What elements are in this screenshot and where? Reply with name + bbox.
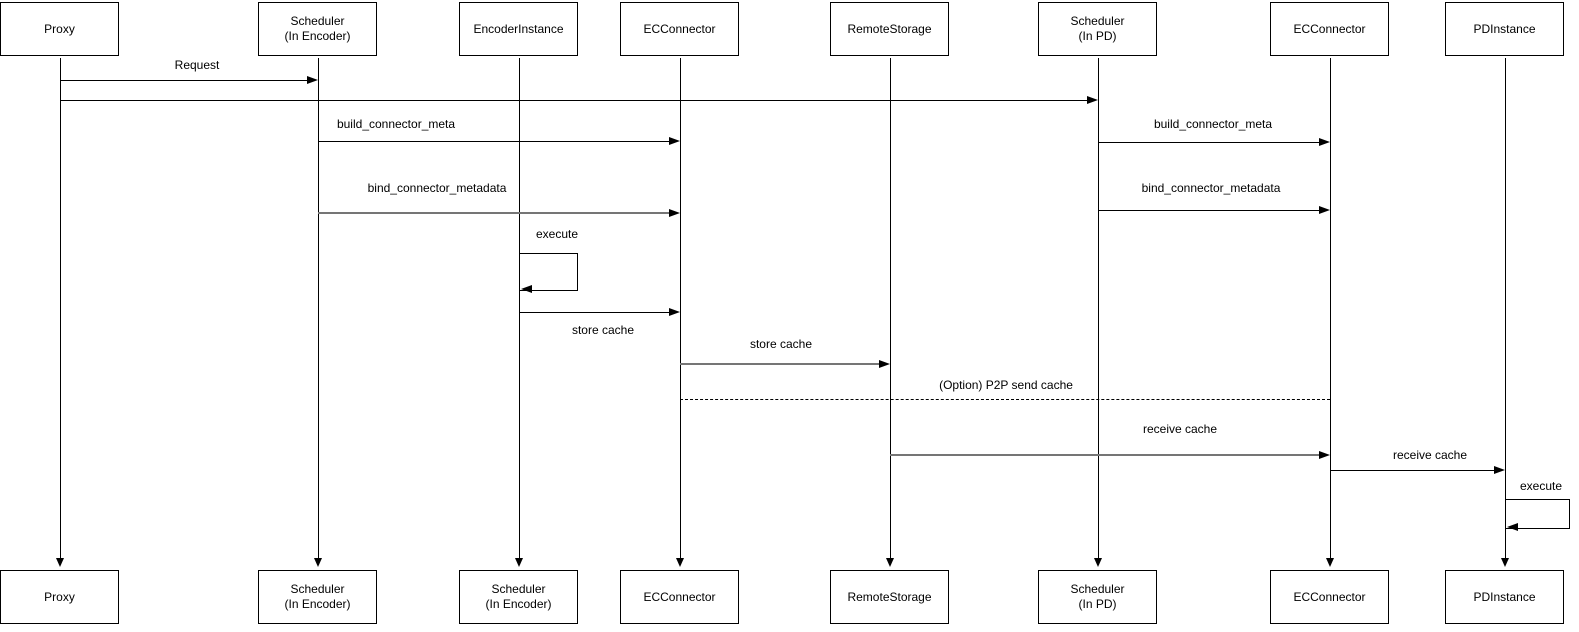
arrowhead-left <box>1507 523 1518 531</box>
message-dashed-p2p-send-cache <box>680 399 1330 400</box>
lifeline-encoderinstance <box>519 58 520 560</box>
message-arrow-store-cache-1 <box>519 312 669 313</box>
actor-top-scheduler-encoder: Scheduler (In Encoder) <box>258 2 377 56</box>
actor-bottom-ecconnector-2: ECConnector <box>1270 570 1389 624</box>
actor-label: ECConnector <box>643 589 716 604</box>
message-arrow-build-connector-meta-right <box>1098 142 1319 143</box>
actor-top-ecconnector-2: ECConnector <box>1270 2 1389 56</box>
lifeline-arrowhead <box>515 558 523 567</box>
arrowhead-right <box>1494 466 1505 474</box>
actor-label: PDInstance <box>1473 21 1536 36</box>
message-selfloop-execute-encoder <box>519 253 578 291</box>
arrowhead-right <box>669 308 680 316</box>
actor-top-encoderinstance: EncoderInstance <box>459 2 578 56</box>
lifeline-arrowhead <box>1326 558 1334 567</box>
message-label-store-cache-2: store cache <box>747 337 815 351</box>
actor-label: Scheduler (In PD) <box>1070 582 1125 611</box>
message-label-p2p-send-cache: (Option) P2P send cache <box>937 378 1075 392</box>
actor-label: Scheduler (In Encoder) <box>485 582 552 611</box>
arrowhead-right <box>1319 451 1330 459</box>
lifeline-arrowhead <box>1094 558 1102 567</box>
actor-bottom-remotestorage: RemoteStorage <box>830 570 949 624</box>
actor-label: ECConnector <box>1293 21 1366 36</box>
message-arrow-proxy-to-scheduler-pd <box>60 100 1087 101</box>
lifeline-arrowhead <box>56 558 64 567</box>
actor-bottom-scheduler-encoder-1: Scheduler (In Encoder) <box>258 570 377 624</box>
actor-top-scheduler-pd: Scheduler (In PD) <box>1038 2 1157 56</box>
actor-label: ECConnector <box>643 21 716 36</box>
actor-label: ECConnector <box>1293 589 1366 604</box>
arrowhead-right <box>669 209 680 217</box>
actor-top-pdinstance: PDInstance <box>1445 2 1564 56</box>
actor-bottom-pdinstance: PDInstance <box>1445 570 1564 624</box>
actor-label: RemoteStorage <box>847 21 932 36</box>
actor-label: RemoteStorage <box>847 589 932 604</box>
actor-top-ecconnector-1: ECConnector <box>620 2 739 56</box>
actor-label: Scheduler (In Encoder) <box>284 582 351 611</box>
actor-bottom-proxy: Proxy <box>0 570 119 624</box>
message-arrow-receive-cache-2 <box>1330 470 1494 471</box>
message-arrow-receive-cache-1 <box>890 454 1319 456</box>
actor-label: Scheduler (In PD) <box>1070 14 1125 43</box>
lifeline-arrowhead <box>1501 558 1509 567</box>
lifeline-ecconnector-2 <box>1330 58 1331 560</box>
message-selfloop-execute-pd <box>1505 499 1570 529</box>
arrowhead-right <box>1319 206 1330 214</box>
message-label-execute-encoder: execute <box>533 227 581 241</box>
message-arrow-request <box>60 80 307 81</box>
message-label-bind-connector-metadata-left: bind_connector_metadata <box>365 181 509 195</box>
message-arrow-bind-connector-metadata-left <box>318 212 669 214</box>
arrowhead-right <box>1319 138 1330 146</box>
message-label-store-cache-1: store cache <box>569 323 637 337</box>
arrowhead-right <box>879 360 890 368</box>
actor-top-remotestorage: RemoteStorage <box>830 2 949 56</box>
message-arrow-store-cache-2 <box>680 363 879 365</box>
lifeline-proxy <box>60 58 61 560</box>
lifeline-arrowhead <box>676 558 684 567</box>
lifeline-arrowhead <box>314 558 322 567</box>
message-label-build-connector-meta-right: build_connector_meta <box>1151 117 1275 131</box>
arrowhead-left <box>521 285 532 293</box>
actor-label: PDInstance <box>1473 589 1536 604</box>
message-label-receive-cache-2: receive cache <box>1390 448 1470 462</box>
actor-top-proxy: Proxy <box>0 2 119 56</box>
actor-bottom-ecconnector-1: ECConnector <box>620 570 739 624</box>
message-arrow-build-connector-meta-left <box>318 141 669 142</box>
lifeline-scheduler-pd <box>1098 58 1099 560</box>
lifeline-arrowhead <box>886 558 894 567</box>
arrowhead-right <box>669 137 680 145</box>
actor-label: Proxy <box>44 589 75 604</box>
arrowhead-right <box>307 76 318 84</box>
lifeline-scheduler-encoder <box>318 58 319 560</box>
lifeline-remotestorage <box>890 58 891 560</box>
message-arrow-bind-connector-metadata-right <box>1098 210 1319 211</box>
actor-label: Proxy <box>44 21 75 36</box>
message-label-bind-connector-metadata-right: bind_connector_metadata <box>1139 181 1283 195</box>
lifeline-pdinstance <box>1505 58 1506 560</box>
message-label-build-connector-meta-left: build_connector_meta <box>334 117 458 131</box>
message-label-receive-cache-1: receive cache <box>1140 422 1220 436</box>
actor-bottom-scheduler-pd: Scheduler (In PD) <box>1038 570 1157 624</box>
actor-label: EncoderInstance <box>473 21 564 36</box>
message-label-execute-pd: execute <box>1517 479 1565 493</box>
lifeline-ecconnector-1 <box>680 58 681 560</box>
message-label-request: Request <box>172 58 222 72</box>
actor-bottom-scheduler-encoder-2: Scheduler (In Encoder) <box>459 570 578 624</box>
arrowhead-right <box>1087 96 1098 104</box>
actor-label: Scheduler (In Encoder) <box>284 14 351 43</box>
